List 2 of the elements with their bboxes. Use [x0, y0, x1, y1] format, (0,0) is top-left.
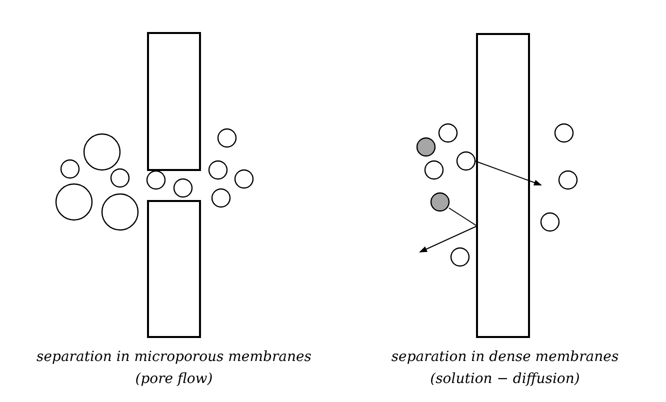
caption: separation in dense membranes (solution − diffusion) [390, 348, 620, 389]
caption: separation in microporous membranes (pore flow) [36, 348, 312, 389]
